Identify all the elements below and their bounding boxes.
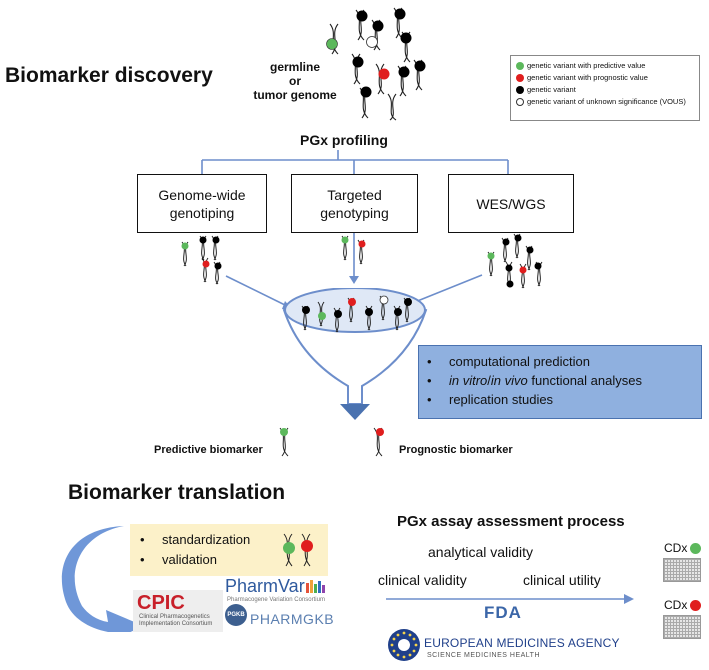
green-dot-icon — [516, 62, 524, 70]
biomarker-translation-title: Biomarker translation — [68, 481, 286, 504]
variant-legend: genetic variant with predictive value ge… — [510, 55, 700, 121]
assessment-title: PGx assay assessment process — [397, 513, 625, 530]
genome-wide-variants — [181, 235, 222, 285]
targeted-variants — [341, 235, 366, 265]
legend-item-variant: genetic variant — [516, 84, 694, 96]
translation-item: • standardization — [140, 532, 251, 547]
predictive-biomarker-icon — [279, 427, 289, 457]
clinical-utility-label: clinical utility — [523, 572, 601, 588]
analysis-steps-box: • computational prediction • in vitro/in… — [418, 345, 702, 419]
filtering-funnel — [282, 288, 428, 420]
red-dot-icon — [516, 74, 524, 82]
cdx-assay-plate — [663, 558, 701, 582]
ema-subtitle: SCIENCE MEDICINES HEALTH — [427, 652, 540, 659]
analytical-validity-label: analytical validity — [428, 544, 534, 560]
legend-item-vous: genetic variant of unknown significance … — [516, 96, 694, 108]
pgx-profiling-label: PGx profiling — [300, 132, 388, 148]
ema-logo: EUROPEAN MEDICINES AGENCY — [424, 636, 620, 650]
red-dot-icon — [690, 600, 701, 611]
pgkb-badge: PGKB — [225, 604, 247, 626]
white-dot-icon — [516, 98, 524, 106]
legend-item-prognostic: genetic variant with prognostic value — [516, 72, 694, 84]
analysis-item: • in vitro/in vivo functional analyses — [427, 373, 642, 388]
translation-steps-box: • standardization • validation — [130, 524, 328, 576]
prognostic-biomarker-label: Prognostic biomarker — [399, 444, 513, 456]
biomarker-discovery-title: Biomarker discovery — [5, 64, 213, 87]
clinical-validity-label: clinical validity — [378, 572, 467, 588]
green-dot-icon — [690, 543, 701, 554]
genome-label: germline or tumor genome — [253, 60, 337, 102]
method-genome-wide-genotyping: Genome-wide genotiping — [137, 174, 267, 233]
cpic-logo: CPIC Clinical Pharmacogenetics Implement… — [133, 590, 223, 632]
prognostic-biomarker-icon — [373, 427, 384, 457]
black-dot-icon — [516, 86, 524, 94]
cdx-label-predictive: CDx — [664, 541, 688, 555]
cdx-assay-plate — [663, 615, 701, 639]
translation-item: • validation — [140, 552, 217, 567]
genome-variants-cluster — [326, 7, 426, 121]
method-targeted-genotyping: Targeted genotyping — [291, 174, 418, 233]
pharmvar-logo: PharmVar — [225, 576, 305, 596]
pharmgkb-logo: PHARMGKB — [250, 611, 335, 627]
analysis-item: • computational prediction — [427, 354, 590, 369]
method-wes-wgs: WES/WGS — [448, 174, 574, 233]
wes-wgs-variants — [487, 233, 543, 289]
fda-logo: FDA — [484, 603, 522, 622]
pharmvar-bars-icon — [306, 580, 325, 593]
translated-variants — [283, 533, 313, 567]
legend-item-predictive: genetic variant with predictive value — [516, 60, 694, 72]
cdx-label-prognostic: CDx — [664, 598, 688, 612]
predictive-biomarker-label: Predictive biomarker — [154, 444, 263, 456]
pharmvar-subtitle: Pharmacogene Variation Consortium — [227, 597, 325, 603]
analysis-item: • replication studies — [427, 392, 554, 407]
ema-emblem-icon — [388, 629, 420, 661]
